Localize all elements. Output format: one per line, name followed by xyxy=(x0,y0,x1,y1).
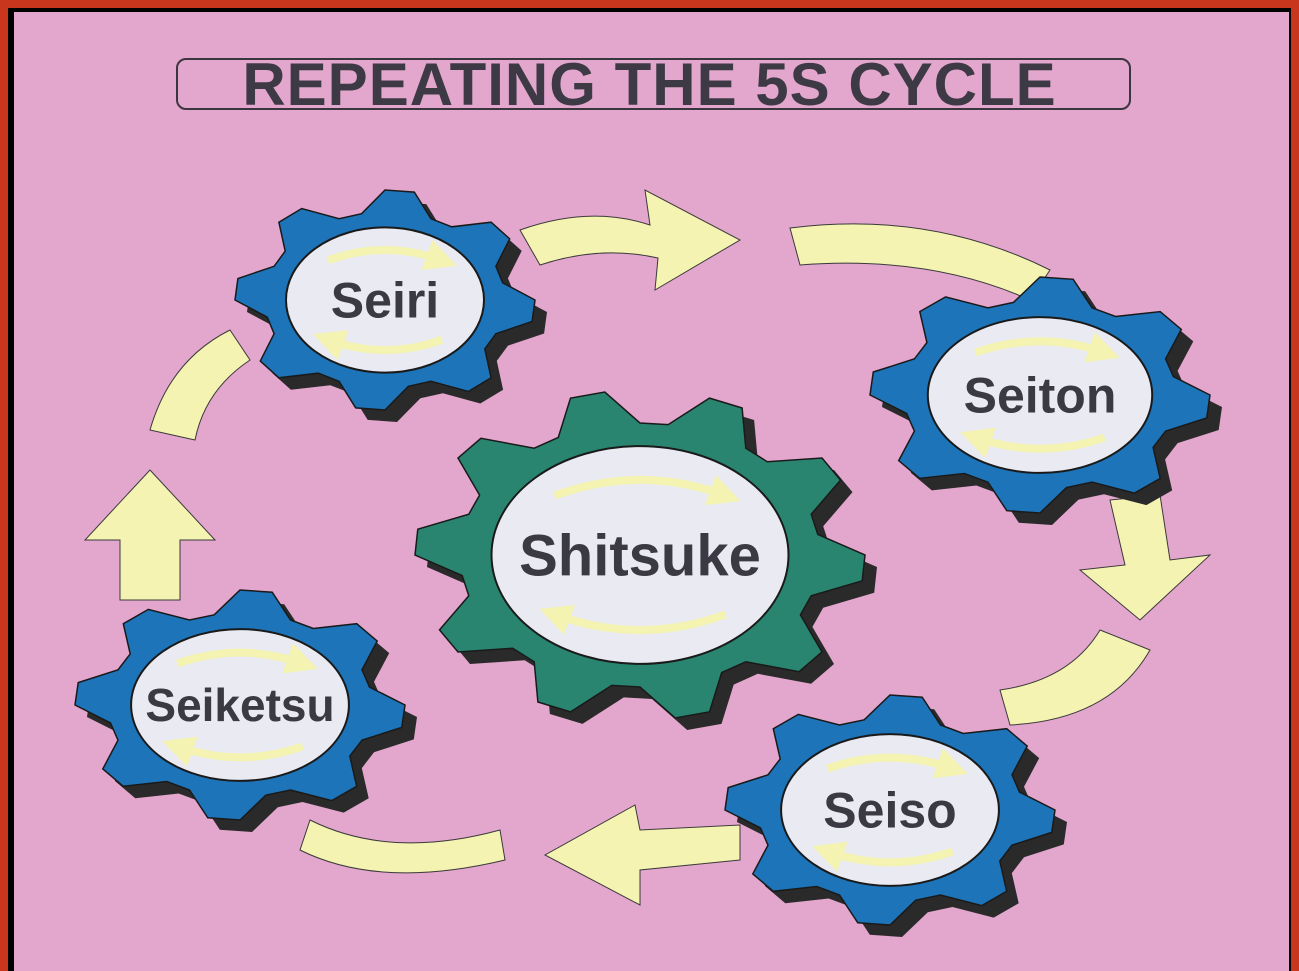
arrow-seiri-band xyxy=(149,329,251,441)
gear-seiketsu: Seiketsu xyxy=(74,589,417,832)
gear-label-seiri: Seiri xyxy=(331,273,439,329)
rotation-arrow-icon xyxy=(175,643,318,674)
cycle-arrows xyxy=(83,189,1212,906)
gear-label-seiton: Seiton xyxy=(964,368,1117,424)
arrow-seiton-band xyxy=(789,223,1051,301)
rotation-arrow-icon xyxy=(326,239,458,270)
gear-shitsuke: Shitsuke xyxy=(414,391,877,730)
gear-label-seiso: Seiso xyxy=(823,783,956,839)
rotation-arrow-icon xyxy=(960,427,1106,458)
arrow-seiketsu-band xyxy=(299,819,506,874)
gear-seiri: Seiri xyxy=(234,189,547,422)
rotation-arrow-icon xyxy=(539,604,727,635)
gear-label-shitsuke: Shitsuke xyxy=(519,523,761,588)
gear-seiton: Seiton xyxy=(869,276,1222,525)
rotation-arrow-icon xyxy=(162,736,305,767)
arrow-seiso-to-seiketsu xyxy=(543,804,741,906)
arrow-seiri-to-seiton xyxy=(519,189,742,291)
diagram-title: REPEATING THE 5S CYCLE xyxy=(242,51,1057,118)
rotation-arrow-icon xyxy=(825,748,968,779)
arrow-seiso-band xyxy=(999,629,1151,726)
arrow-seiketsu-to-seiri xyxy=(83,469,217,601)
rotation-arrow-icon xyxy=(812,841,955,872)
rotation-arrow-icon xyxy=(312,330,444,361)
title-frame xyxy=(176,58,1131,110)
rotation-arrow-icon xyxy=(553,475,741,506)
arrow-seiton-to-seiso xyxy=(1078,494,1212,621)
gear-label-seiketsu: Seiketsu xyxy=(145,679,334,731)
rotation-arrow-icon xyxy=(974,332,1120,363)
gear-seiso: Seiso xyxy=(724,694,1067,937)
